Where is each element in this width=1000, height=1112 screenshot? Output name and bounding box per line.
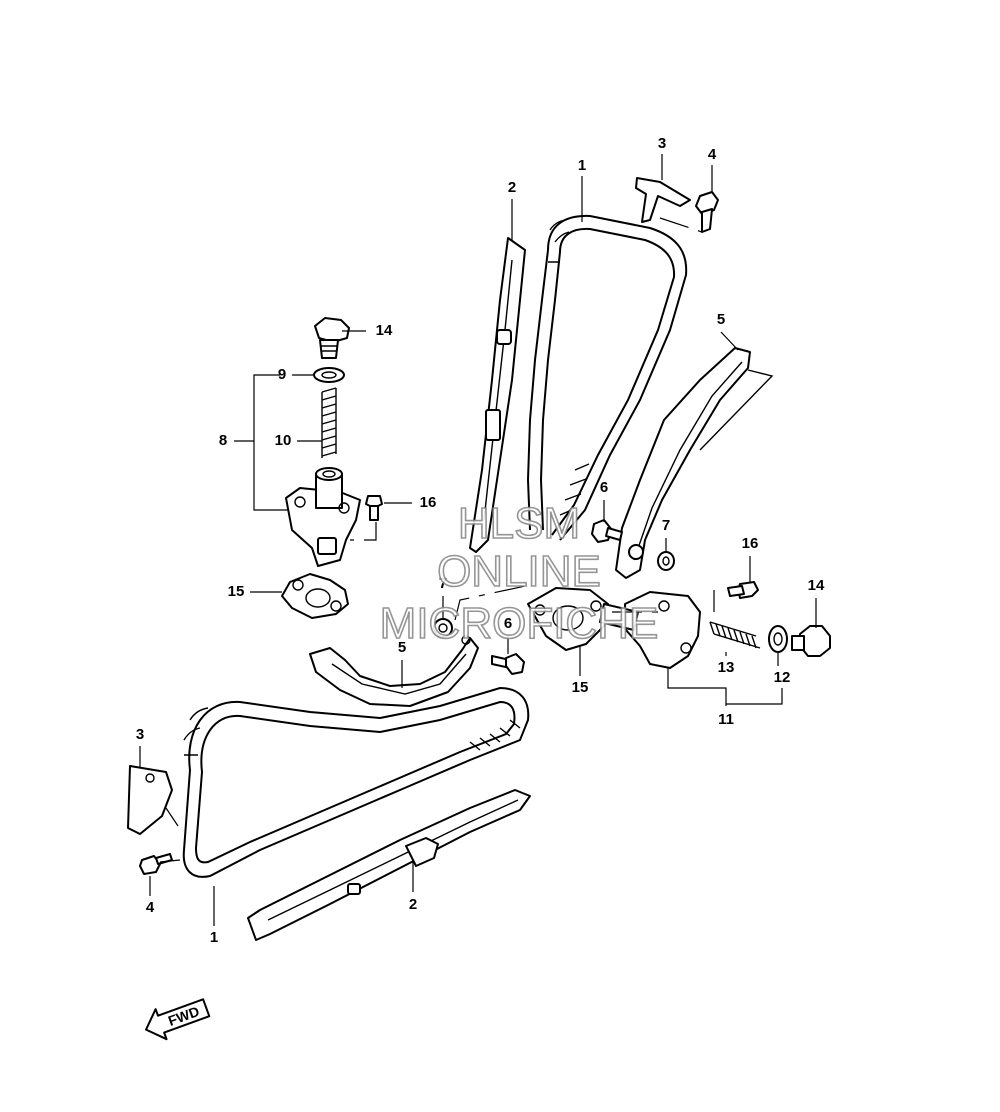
bolt-4-lower[interactable] xyxy=(139,853,173,875)
callout-14-right: 14 xyxy=(808,577,825,594)
callout-1-top: 1 xyxy=(578,157,586,174)
washer-12-right[interactable] xyxy=(768,625,788,653)
fwd-arrow: FWD xyxy=(145,998,211,1041)
callout-2-top: 2 xyxy=(508,179,516,196)
callout-12: 12 xyxy=(774,669,791,686)
tensioner-arm-upper[interactable] xyxy=(615,347,774,579)
watermark-line-2: ONLINE xyxy=(437,547,601,596)
callout-8: 8 xyxy=(219,432,227,449)
spring-10-left[interactable] xyxy=(321,387,337,458)
callout-5-right: 5 xyxy=(717,311,725,328)
cam-chain-upper[interactable] xyxy=(526,214,688,541)
gasket-15-mid[interactable] xyxy=(527,587,609,651)
callout-11: 11 xyxy=(718,711,734,728)
callout-16-right: 16 xyxy=(742,535,759,552)
chain-guide-bracket-lower[interactable] xyxy=(127,765,173,835)
callout-1-bottom: 1 xyxy=(210,929,218,946)
callout-6-top: 6 xyxy=(600,479,608,496)
fwd-arrow-icon xyxy=(145,998,211,1041)
callouts: 1 2 3 4 5 14 9 8 10 16 6 7 16 14 15 7 6 … xyxy=(136,135,825,946)
reference-lines xyxy=(159,217,715,863)
chain-guide-bracket-upper[interactable] xyxy=(635,177,691,223)
cam-chain-lower[interactable] xyxy=(182,686,530,878)
watermark: HLSM ONLINE MICROFICHE xyxy=(379,498,659,649)
callout-4-bottom: 4 xyxy=(146,899,155,916)
callout-5-mid: 5 xyxy=(398,639,406,656)
callout-7-right: 7 xyxy=(662,517,670,534)
callout-3-bottom: 3 xyxy=(136,726,144,743)
cam-chain-tensioner-right[interactable] xyxy=(599,591,701,669)
bolt-16-right[interactable] xyxy=(727,581,759,599)
bolt-upper[interactable] xyxy=(695,191,719,233)
callout-15-mid: 15 xyxy=(572,679,589,696)
tensioner-arm-lower[interactable] xyxy=(309,635,479,707)
callout-16-left: 16 xyxy=(420,494,437,511)
gasket-15-left[interactable] xyxy=(281,573,349,619)
callout-13: 13 xyxy=(718,659,735,676)
bolt-16-left[interactable] xyxy=(365,495,383,521)
callout-15-left: 15 xyxy=(228,583,245,600)
cam-chain-tensioner-left[interactable] xyxy=(285,467,361,567)
washer-9-left[interactable] xyxy=(313,367,345,383)
callout-2-bottom: 2 xyxy=(409,896,417,913)
bolt-6-mid[interactable] xyxy=(491,653,525,675)
leader-lines xyxy=(139,154,817,926)
bolt-6-upper[interactable] xyxy=(591,519,623,543)
bolt-14-right[interactable] xyxy=(791,625,831,657)
watermark-line-3: MICROFICHE xyxy=(380,599,659,648)
callout-14-left: 14 xyxy=(376,322,393,339)
chain-guide-upper[interactable] xyxy=(469,237,526,553)
callout-9: 9 xyxy=(278,366,286,383)
callout-10: 10 xyxy=(275,432,292,449)
callout-4-top: 4 xyxy=(708,146,717,163)
spring-13-right[interactable] xyxy=(709,621,761,649)
watermark-line-1: HLSM xyxy=(458,499,580,548)
bolt-14-left[interactable] xyxy=(314,317,350,359)
callout-6-mid: 6 xyxy=(504,615,512,632)
washer-7-right[interactable] xyxy=(657,551,675,571)
chain-guide-lower[interactable] xyxy=(247,789,531,941)
callout-7-mid: 7 xyxy=(439,575,447,592)
callout-3-top: 3 xyxy=(658,135,666,152)
